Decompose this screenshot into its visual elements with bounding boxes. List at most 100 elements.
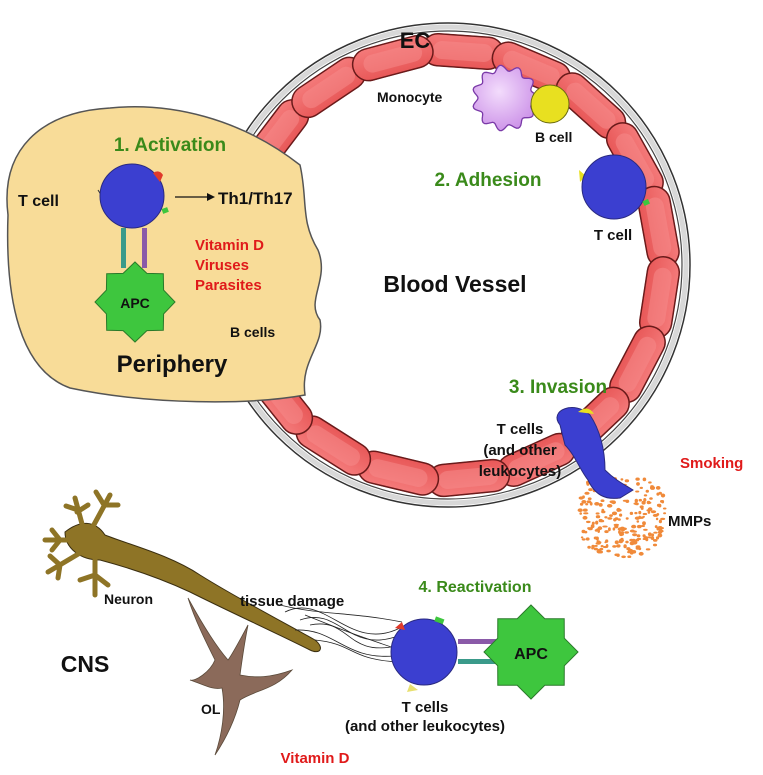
mmp-particle [629,511,634,515]
monocyte-label: Monocyte [377,89,443,105]
mmp-particle [643,528,648,531]
mmp-particle [647,510,651,514]
mmp-particle [652,539,658,542]
mmp-particle [643,494,648,497]
mmp-particle [608,527,611,532]
mmp-particle [635,490,640,493]
neuron-label: Neuron [104,591,153,607]
mmp-particle [636,537,642,541]
mmp-particle [610,500,616,504]
periphery-apc-label: APC [120,295,150,311]
mmp-particles [577,477,667,559]
mmp-particle [658,519,663,524]
mmp-particle [577,508,583,512]
mmp-particle [636,482,640,486]
mmp-particle [606,549,611,553]
mmp-particle [600,519,605,523]
mmp-particle [663,512,667,515]
mmp-particle [643,498,647,502]
mmp-particle [587,527,590,530]
mmp-particle [631,550,637,554]
neuron-axon [64,522,321,653]
mmp-particle [617,508,622,512]
mmp-particle [602,525,608,528]
mmp-particle [638,510,642,515]
mmp-particle [604,530,609,534]
reactivation-leukocytes-label: (and other leukocytes) [345,718,505,735]
invasion-leukocytes-label: leukocytes) [479,463,562,480]
mmp-particle [624,531,629,534]
invasion-and-other-label: (and other [483,442,556,459]
mmp-particle [590,524,595,529]
vessel-b-cell-label: B cell [535,129,572,145]
mmp-particle [601,508,605,512]
mmp-particle [636,520,640,523]
mmp-particle [582,508,588,512]
mmp-particle [622,499,628,502]
mmp-particle [607,504,613,508]
mmp-particle [639,486,643,489]
mmp-particle [584,491,590,495]
reactivation-t-cell [390,618,458,686]
mmp-particle [638,547,642,551]
neuron [42,489,321,653]
mmp-particle [616,544,621,548]
cytokine-fiber [314,639,399,663]
mmp-particle [597,526,603,531]
mmp-particle [604,516,608,519]
tissue-damage-label: tissue damage [240,593,344,610]
mmp-particle [660,517,666,521]
cytokine-fiber [304,614,401,651]
mmp-particle [647,532,652,536]
mmp-particle [581,538,586,541]
mmp-particle [639,505,644,509]
mmp-particle [599,547,604,551]
mmp-particle [655,536,660,540]
invading-cell-receptor [578,408,594,414]
mmp-particle [596,549,602,554]
mmp-particle [611,511,618,516]
mmp-particle [586,500,592,504]
mmp-particle [621,555,626,559]
mmp-particle [614,540,619,545]
cns-region-label: CNS [61,651,110,677]
tcr-stalk-purple [142,228,147,268]
mmp-particle [656,526,661,531]
blood-vessel-label: Blood Vessel [383,271,526,297]
mmp-particle [587,497,592,501]
mmp-particle [619,526,626,530]
mmp-particle [605,539,609,543]
neuron-dendrites [42,489,121,598]
mmp-particle [643,536,648,540]
reactivation-tcr-purple [458,639,498,644]
mmp-particle [612,545,617,548]
periphery-region-label: Periphery [117,351,228,378]
periphery-t-cell-label: T cell [18,193,59,210]
cytokine-fibers [279,604,403,663]
mmp-particle [595,520,599,525]
mmp-particle [620,537,624,541]
mmp-particle [656,503,661,507]
mmp-particle [605,544,609,548]
mmp-particle [638,498,642,502]
mmp-particle [645,489,649,493]
mmp-particle [645,548,651,551]
mmp-particle [593,547,598,551]
mmp-particle [620,478,624,481]
mmp-particle [651,533,655,537]
mmp-particle [624,479,630,483]
mmp-particle [589,502,593,506]
t-cell-receptor-green [161,207,169,214]
periphery-b-cells-label: B cells [230,324,275,340]
periphery-blob [6,106,323,403]
monocyte-cell [472,64,539,132]
mmp-particle [655,486,661,490]
mmp-particle [642,521,646,526]
mmp-particle [586,520,591,524]
mmp-particle [658,529,664,533]
mmp-particle [642,477,647,482]
cytokine-fiber [309,623,397,649]
mmp-particle [652,513,659,517]
mmp-particle [655,517,659,521]
